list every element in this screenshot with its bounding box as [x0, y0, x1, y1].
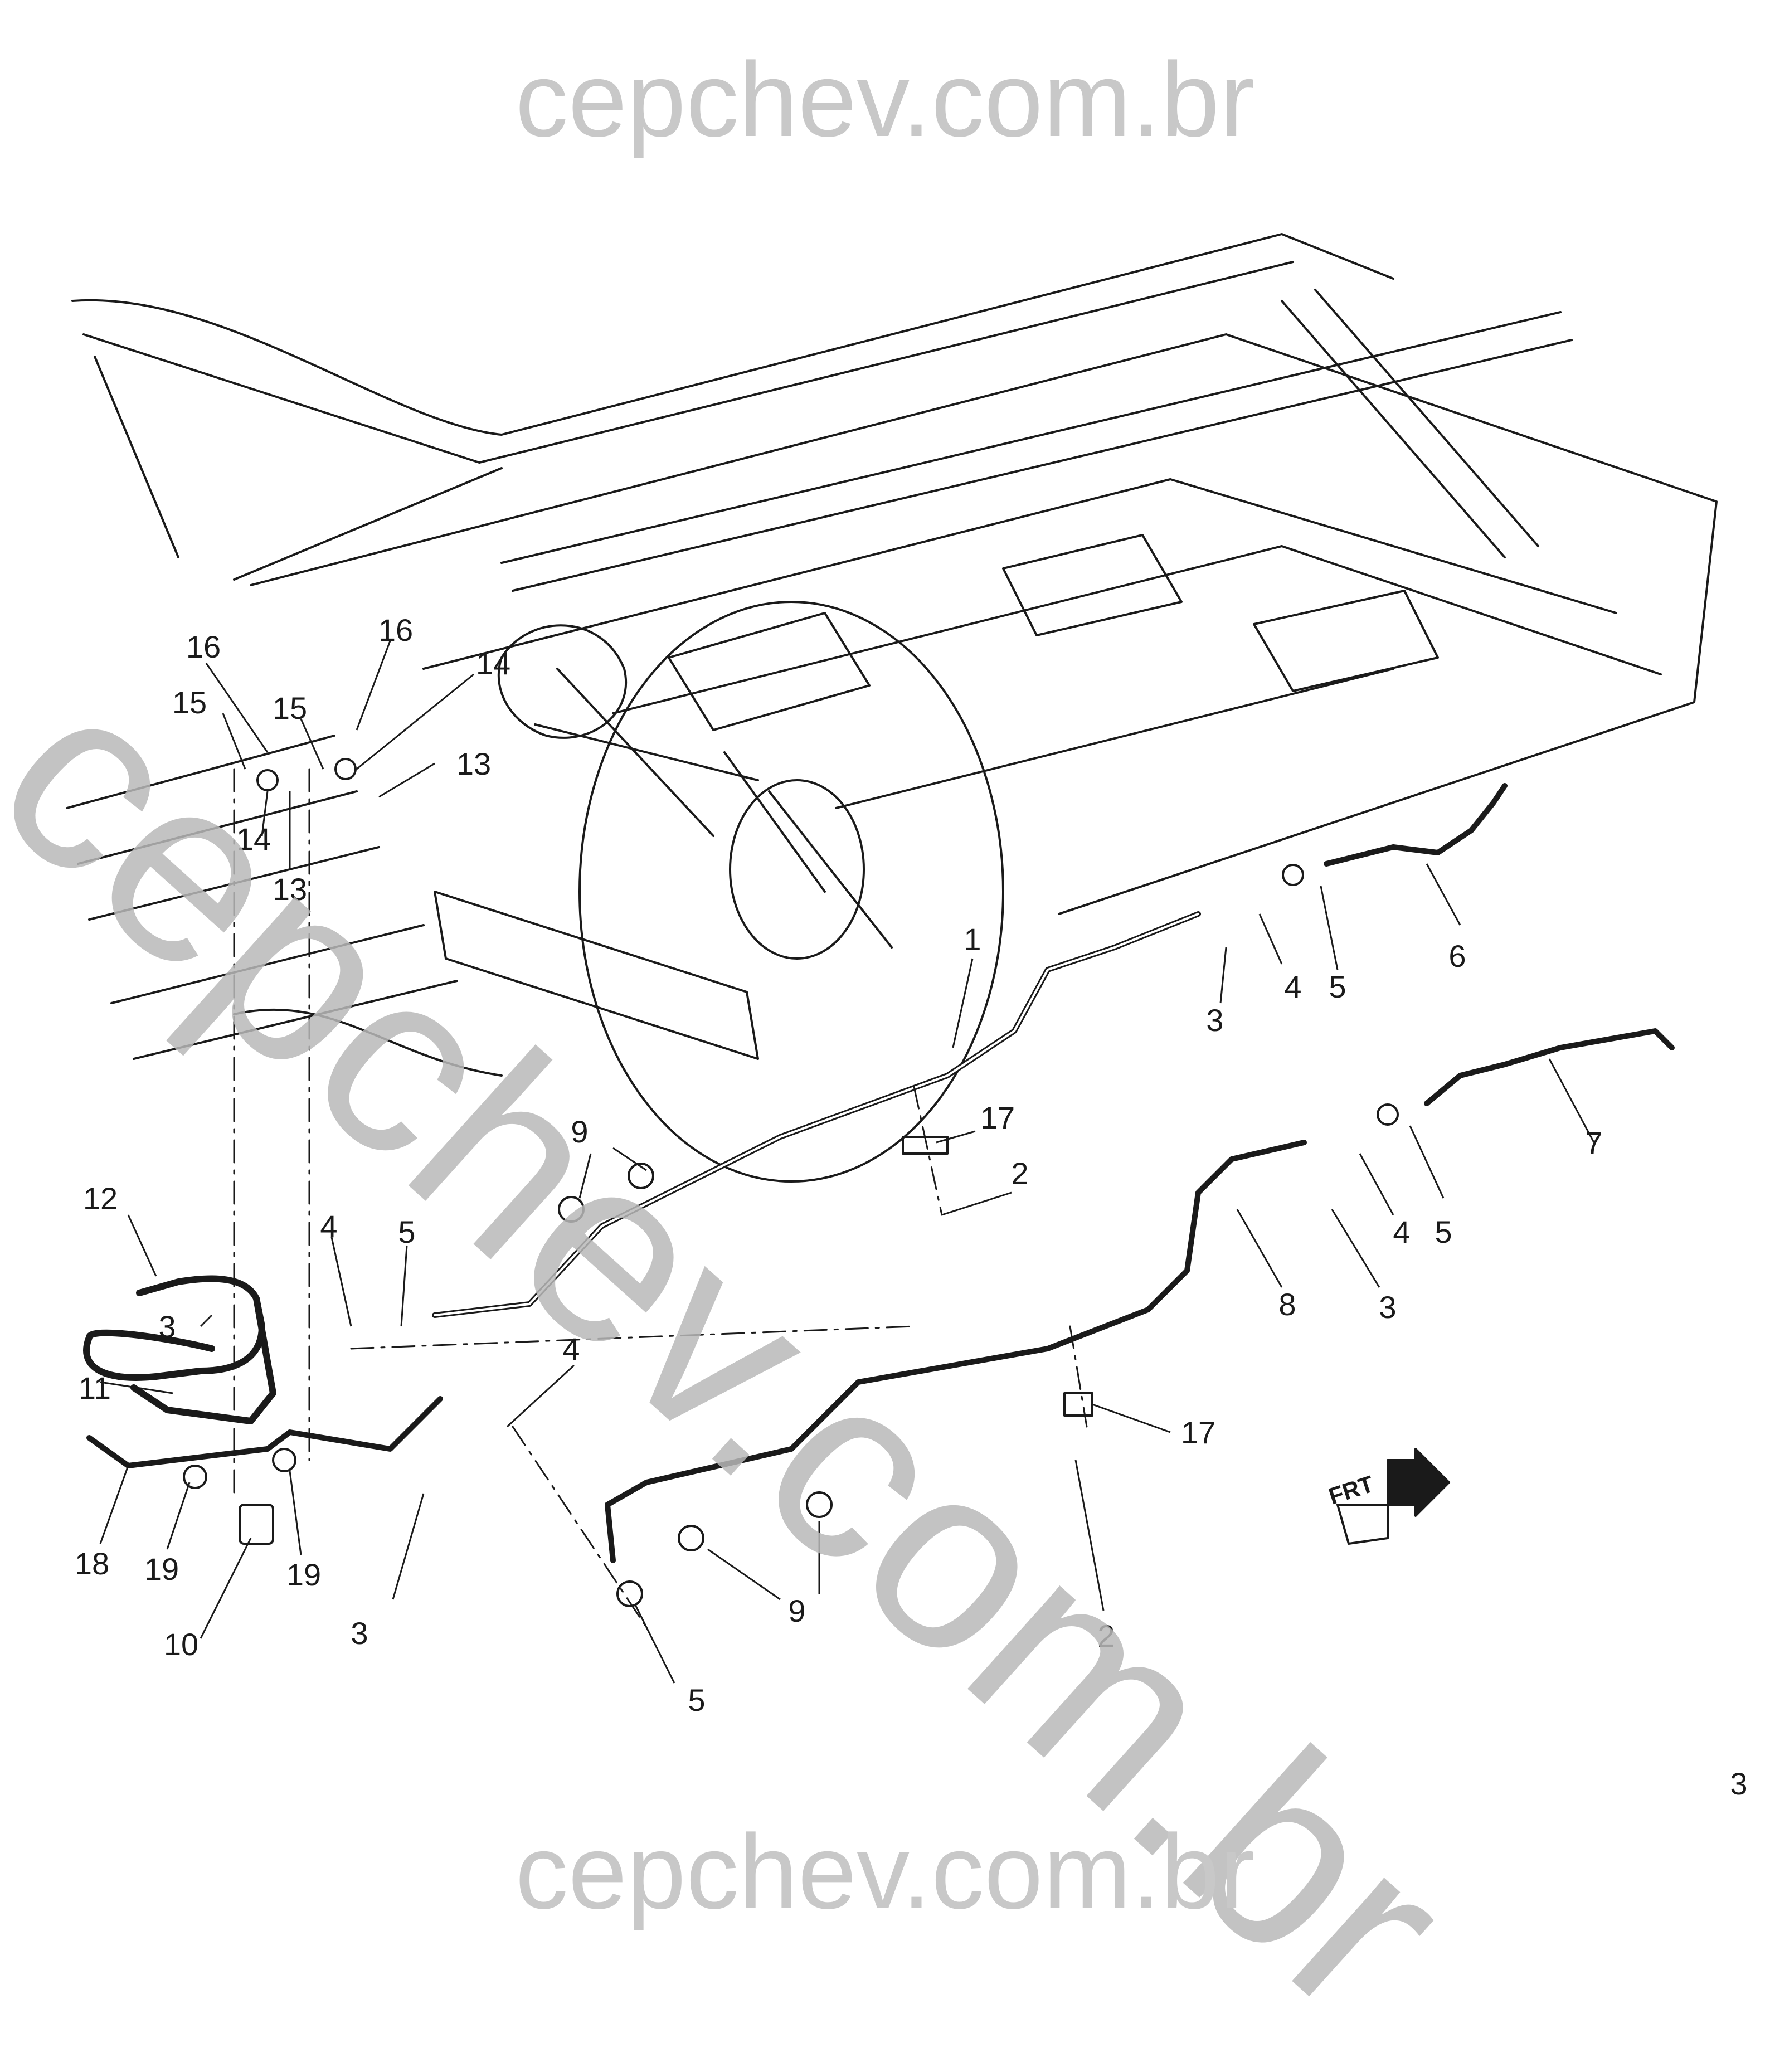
fitting-14b: [334, 758, 357, 780]
callout-14: 14: [236, 821, 271, 857]
callout-6: 6: [1448, 938, 1466, 974]
callout-4: 4: [320, 1209, 337, 1244]
suspension-arm: [434, 668, 893, 1060]
junction-block-10: [239, 1504, 274, 1545]
callout-14: 14: [476, 646, 510, 681]
rear-wheel-outline: [578, 601, 1004, 1183]
callout-5: 5: [1435, 1214, 1452, 1249]
callout-7: 7: [1585, 1125, 1602, 1160]
front-arrow-base: [1336, 1504, 1389, 1545]
callout-4: 4: [562, 1331, 580, 1366]
floor-pan-rib: [668, 534, 1439, 731]
fitting-19b: [272, 1448, 296, 1472]
callout-1: 1: [964, 922, 981, 957]
frame-rail: [500, 289, 1573, 592]
callout-2: 2: [1097, 1618, 1115, 1653]
front-arrow-icon: [1387, 1448, 1450, 1517]
callout-13: 13: [273, 872, 307, 907]
brake-line-1-inner: [434, 913, 1199, 1316]
fitting-5a: [1282, 864, 1304, 886]
callout-16: 16: [186, 629, 221, 664]
body-sill-outline: [71, 233, 1394, 581]
callout-12: 12: [83, 1181, 118, 1216]
callout-5: 5: [398, 1214, 415, 1249]
flex-hose-12: [83, 1275, 265, 1381]
callout-5: 5: [1329, 969, 1346, 1004]
callout-17: 17: [980, 1100, 1015, 1135]
callout-2: 2: [1011, 1156, 1028, 1191]
callout-5: 5: [688, 1682, 705, 1718]
callout-8: 8: [1278, 1287, 1296, 1322]
callout-4: 4: [1393, 1214, 1410, 1249]
callout-19: 19: [286, 1557, 321, 1592]
callout-3: 3: [1730, 1766, 1747, 1801]
watermark-bottom: cepchev.com.br: [515, 1813, 1255, 1931]
brake-line-7: [1424, 1028, 1675, 1106]
clip-9c: [678, 1525, 704, 1551]
fitting-5b: [1377, 1103, 1399, 1126]
callout-3: 3: [1206, 1003, 1223, 1038]
callout-3: 3: [158, 1309, 176, 1344]
flex-hose-lower: [130, 1295, 276, 1424]
callout-16: 16: [378, 612, 413, 648]
callout-19: 19: [144, 1551, 179, 1587]
callout-13: 13: [456, 746, 491, 781]
floor-pan-outline: [250, 333, 1718, 915]
fitting-14a: [256, 769, 279, 791]
callout-15: 15: [172, 685, 207, 720]
callout-9: 9: [571, 1114, 588, 1149]
callout-3: 3: [1379, 1290, 1396, 1325]
alignment-lines: [233, 768, 1088, 1628]
callout-15: 15: [273, 690, 307, 726]
callout-9: 9: [788, 1593, 805, 1628]
fitting-5c: [616, 1580, 643, 1607]
rear-hub: [729, 779, 865, 960]
fitting-19a: [183, 1465, 207, 1489]
callout-3: 3: [351, 1616, 368, 1651]
bracket-17-lower: [1063, 1392, 1093, 1417]
clip-9a: [558, 1196, 585, 1223]
bracket-17-upper: [902, 1136, 949, 1155]
callout-18: 18: [75, 1546, 109, 1581]
watermark-top: cepchev.com.br: [515, 41, 1255, 159]
callout-4: 4: [1284, 969, 1301, 1004]
clip-9b: [628, 1163, 654, 1189]
rear-axle-housing: [497, 624, 628, 739]
brake-line-6: [1324, 783, 1508, 867]
exploded-parts-diagram: 1 2 2 3 3 3 3 3 4 4 4 4 5 5 5 5 6 7 8 9 …: [66, 233, 1748, 1801]
callout-17: 17: [1181, 1415, 1215, 1450]
callout-10: 10: [164, 1627, 198, 1662]
callout-11: 11: [79, 1370, 111, 1405]
clip-9d: [806, 1491, 833, 1518]
brake-line-8: [605, 1140, 1307, 1563]
exhaust-area: [233, 1009, 503, 1077]
